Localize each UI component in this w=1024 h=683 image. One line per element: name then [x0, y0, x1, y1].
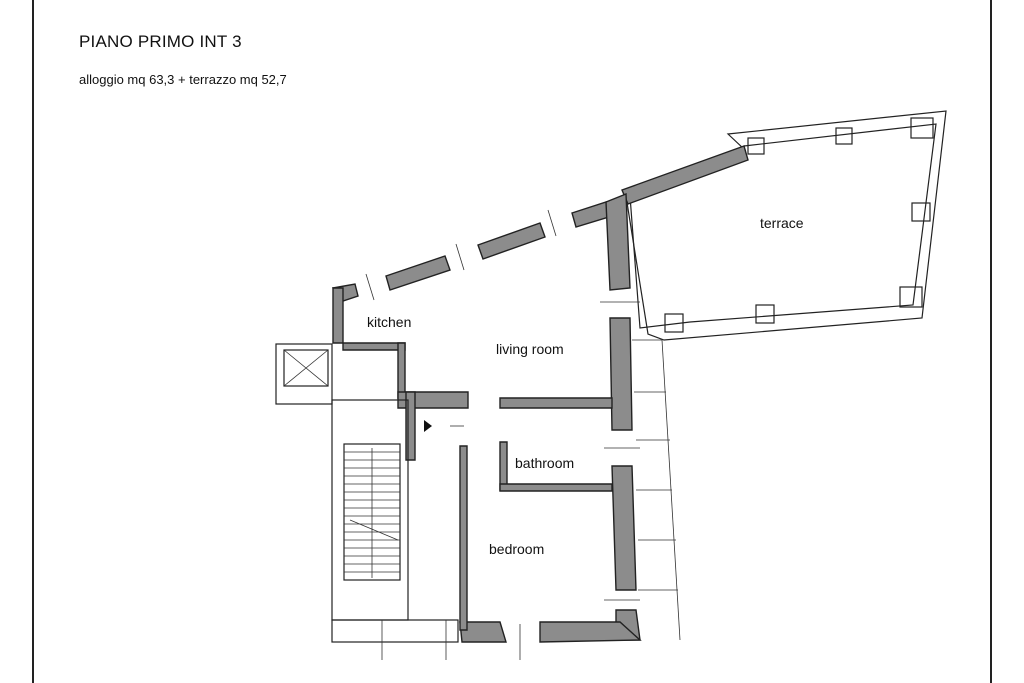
room-label-bedroom: bedroom	[489, 541, 544, 557]
right-balcony-ledge	[632, 339, 681, 641]
stairwell	[275, 343, 459, 643]
room-label-bathroom: bathroom	[515, 455, 574, 471]
interior-walls	[342, 342, 613, 631]
entry-markers	[424, 420, 464, 432]
left-frame-border	[32, 0, 34, 683]
room-label-terrace: terrace	[760, 215, 804, 231]
window-marks	[365, 209, 640, 660]
room-label-kitchen: kitchen	[367, 314, 411, 330]
plan-title: PIANO PRIMO INT 3	[79, 32, 242, 51]
right-frame-border	[990, 0, 992, 683]
room-label-living-room: living room	[496, 341, 564, 357]
plan-area-subtitle: alloggio mq 63,3 + terrazzo mq 52,7	[79, 72, 287, 87]
exterior-walls	[331, 145, 749, 643]
